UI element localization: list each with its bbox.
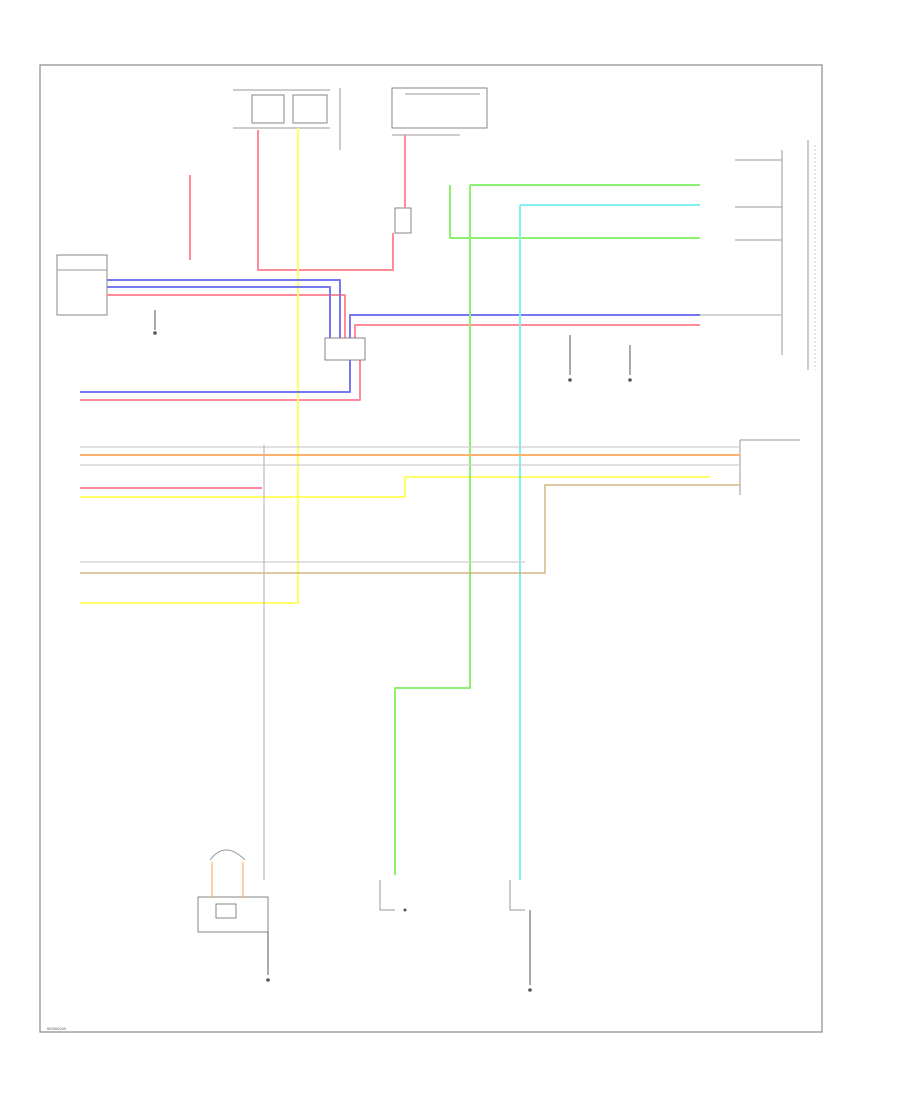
green-wire-down: [394, 185, 471, 875]
blue-wire-1: [107, 279, 341, 340]
red-wire-main: [257, 130, 394, 271]
cruise-connector: [739, 439, 800, 495]
yellow-wire-2: [80, 476, 710, 498]
right-control-module: [735, 140, 809, 370]
fuse-box-left: [233, 88, 341, 150]
blue-wire-3: [349, 314, 700, 340]
red-wire-2: [107, 294, 346, 340]
tan-wire: [80, 484, 740, 574]
switch-assembly: [197, 849, 270, 982]
ground-branches: [153, 310, 632, 382]
left-control-unit: [56, 254, 108, 316]
green-wire-2: [449, 185, 700, 239]
relay-box: [394, 207, 412, 234]
blue-wire-4: [80, 360, 351, 393]
red-wire-3: [354, 324, 700, 340]
fuse-box-right: [391, 87, 488, 136]
red-wire-4: [80, 360, 361, 401]
sensor-right: [509, 880, 532, 992]
sensor-center: [379, 880, 407, 912]
diagram-frame: [39, 64, 823, 1033]
center-connector: [324, 337, 366, 361]
footer-code: W0000000: [47, 1027, 66, 1031]
blue-wire-2: [107, 286, 331, 340]
